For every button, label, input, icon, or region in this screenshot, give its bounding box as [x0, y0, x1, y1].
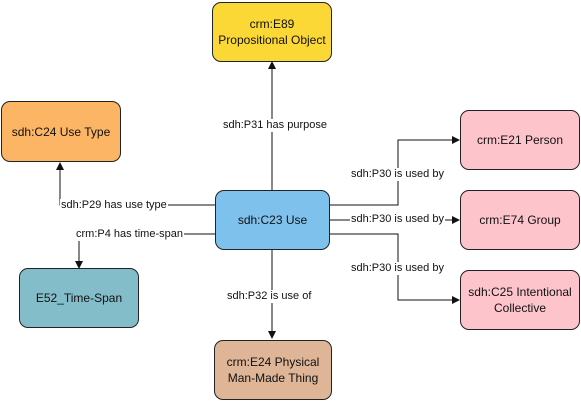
node-intentional-collective[interactable]: sdh:C25 Intentional Collective [460, 270, 580, 330]
node-use-type[interactable]: sdh:C24 Use Type [1, 101, 121, 162]
node-propositional-object-label: crm:E89 Propositional Object [218, 17, 326, 47]
node-intentional-collective-label: sdh:C25 Intentional Collective [468, 285, 572, 315]
node-physical-thing[interactable]: crm:E24 Physical Man-Made Thing [214, 340, 332, 400]
node-use-type-label: sdh:C24 Use Type [11, 124, 111, 139]
node-use[interactable]: sdh:C23 Use [215, 190, 330, 250]
node-time-span-label: E52_Time-Span [35, 291, 123, 305]
edge-label-has-purpose: sdh:P31 has purpose [222, 119, 328, 132]
edge-label-used-by-group: sdh:P30 is used by [350, 213, 445, 226]
node-group[interactable]: crm:E74 Group [460, 190, 580, 250]
edge-label-used-by-person: sdh:P30 is used by [350, 168, 445, 181]
edge-label-used-by-collective: sdh:P30 is used by [350, 262, 445, 275]
node-physical-thing-label: crm:E24 Physical Man-Made Thing [226, 355, 320, 385]
node-time-span[interactable]: E52_Time-Span [19, 268, 139, 328]
edge-label-is-use-of: sdh:P32 is use of [226, 290, 313, 303]
node-use-label: sdh:C23 Use [237, 213, 308, 227]
node-person[interactable]: crm:E21 Person [460, 110, 580, 170]
edge-label-has-use-type: sdh:P29 has use type [60, 199, 168, 212]
edge-label-has-time-span: crm:P4 has time-span [75, 228, 184, 241]
node-person-label: crm:E21 Person [476, 133, 564, 147]
node-group-label: crm:E74 Group [479, 213, 561, 227]
node-propositional-object[interactable]: crm:E89 Propositional Object [212, 2, 332, 62]
